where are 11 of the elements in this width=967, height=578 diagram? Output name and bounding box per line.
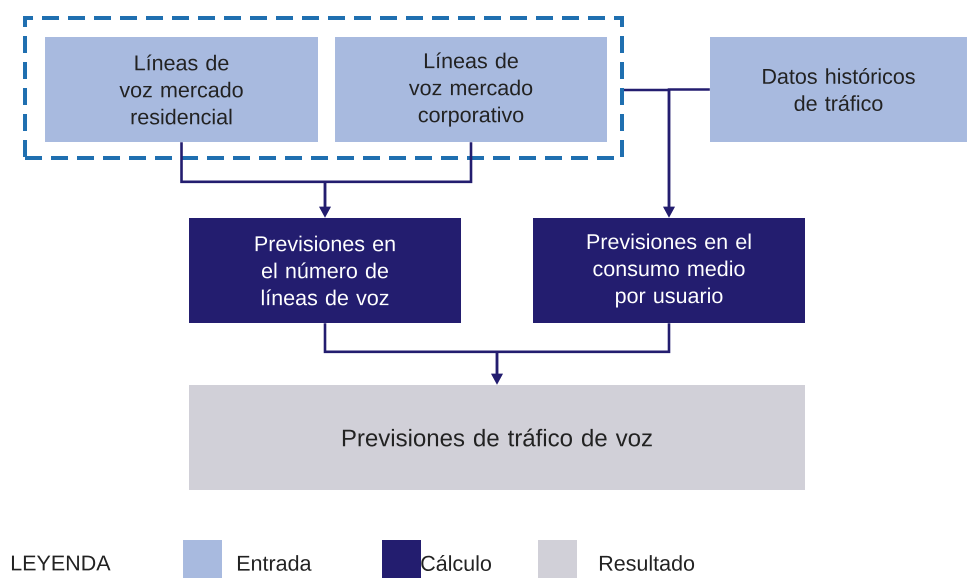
result-box: Previsiones de tráfico de voz	[189, 385, 805, 490]
calculation-box: Previsiones en el número de líneas de voz	[189, 218, 461, 323]
legend-label: Resultado	[600, 555, 694, 571]
legend-label: Cálculo	[421, 554, 491, 571]
input-box: Líneas de voz mercado residencial	[45, 37, 318, 142]
input-box: Datos históricos de tráfico	[710, 37, 967, 142]
input-box: Líneas de voz mercado corporativo	[335, 37, 607, 142]
calculation-box: Previsiones en el consumo medio por usuario	[533, 218, 805, 323]
dashed-group-box	[23, 16, 624, 160]
legend-label: Entrada	[238, 555, 312, 571]
legend-title: LEYENDA	[12, 556, 111, 570]
